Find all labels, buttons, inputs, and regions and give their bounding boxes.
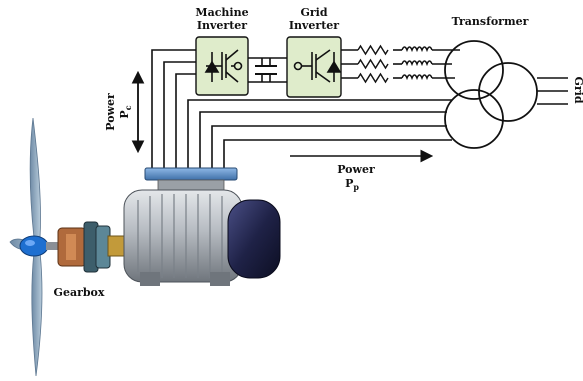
power-p-symbol: P (345, 177, 353, 190)
power-p-label-word: Power (337, 163, 375, 176)
stator-to-transformer-wires (187, 99, 452, 168)
igbt-icon (293, 49, 342, 83)
shaft (46, 242, 60, 250)
generator (123, 167, 281, 286)
machine-inverter (195, 36, 249, 96)
power-p-subscript: p (353, 182, 359, 192)
power-c-symbol: P (118, 110, 131, 118)
transformer-label: Transformer (452, 15, 529, 28)
grid-filter-lines (341, 49, 460, 79)
gearbox-label: Gearbox (54, 286, 105, 299)
lower-blade (31, 251, 43, 377)
power-c-subscript: c (123, 105, 133, 110)
dc-link (248, 57, 287, 83)
generator-to-inverter-wires (151, 49, 196, 168)
power-c-label: Power Pc (104, 93, 133, 131)
svg-text:Pc: Pc (118, 105, 133, 118)
grid-inverter-label-line1: Grid (300, 6, 327, 19)
filter-resistors (357, 45, 389, 83)
turbine-hub (19, 235, 49, 257)
filter-inductors (401, 46, 433, 79)
grid-inverter (286, 36, 342, 98)
upper-blade (29, 117, 41, 239)
machine-inverter-label-line2: Inverter (197, 19, 247, 32)
grid-label: Grid (572, 76, 583, 103)
transformer-winding-right (478, 62, 538, 122)
grid-inverter-label-line2: Inverter (289, 19, 339, 32)
svg-text:Pp: Pp (345, 177, 359, 192)
machine-inverter-label-line1: Machine (195, 6, 248, 19)
generator-end-cap (227, 199, 281, 279)
grid-output-lines (537, 77, 568, 105)
generator-body (123, 189, 243, 283)
transformer-winding-upper-left (444, 40, 504, 100)
generator-top-plate (144, 167, 238, 181)
power-c-label-word: Power (104, 93, 117, 131)
transformer-winding-lower (444, 89, 504, 149)
transformer (444, 40, 538, 149)
igbt-icon (204, 49, 243, 83)
gearbox (57, 221, 127, 273)
